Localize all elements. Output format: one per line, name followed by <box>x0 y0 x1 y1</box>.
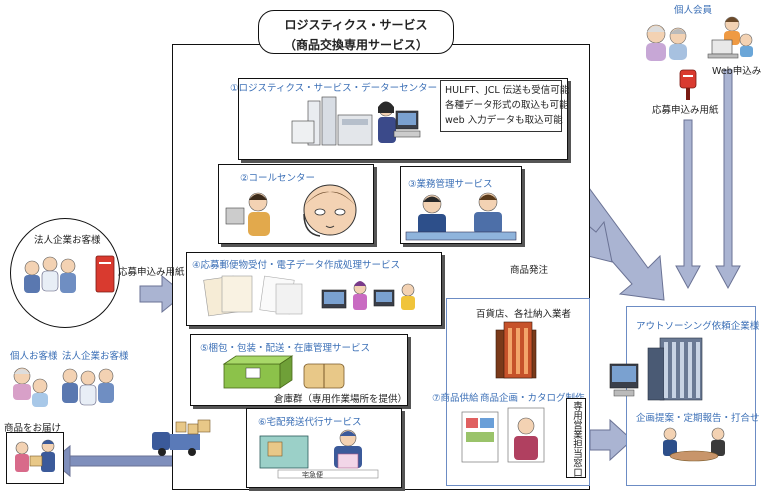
data-center-note: 各種データ形式の取込も可能 <box>445 100 569 111</box>
title-box: ロジスティクス・サービス （商品交換専用サービス） <box>258 10 454 54</box>
arrow-members-web <box>715 69 741 290</box>
server-illustration <box>291 96 421 146</box>
mail-processing-illustration <box>203 275 415 317</box>
operator-illustration <box>225 184 357 237</box>
sales-window-box: 専用営業担当窓口 <box>566 398 586 478</box>
arrow-to-outsourcing <box>589 418 633 462</box>
order-label: 商品発注 <box>510 265 549 276</box>
meeting-illustration <box>663 427 725 462</box>
business-people-illustration <box>405 192 517 241</box>
catalog-illustration <box>461 407 545 463</box>
planning-label: 商品企画・カタログ制作 <box>480 393 585 404</box>
members-label: 個人会員 <box>674 5 713 16</box>
corporate-postcard-label: 応募申込み用紙 <box>118 267 185 278</box>
sales-window-label: 専用営業担当窓口 <box>571 401 582 477</box>
arrow-members-postcard <box>675 119 701 290</box>
call-center-title: ②コールセンター <box>240 173 316 184</box>
department-title: 百貨店、各社納入業者 <box>476 309 572 320</box>
data-center-title: ①ロジスティクス・サービス・データーセンター <box>230 83 438 94</box>
corporate-label: 法人企業お客様 <box>34 235 101 246</box>
title-line2: （商品交換専用サービス） <box>283 38 428 52</box>
business-mgmt-title: ③業務管理サービス <box>408 179 493 190</box>
members-postcard-label: 応募申込み用紙 <box>652 105 719 116</box>
data-center-notes: HULFT、JCL 伝送も受信可能 各種データ形式の取込も可能 web 入力デー… <box>440 80 570 132</box>
corporate-customer-label: 法人企業お客様 <box>62 351 129 362</box>
mailbox-icon <box>679 69 697 100</box>
title-line1: ロジスティクス・サービス <box>284 18 428 32</box>
personal-customer-label: 個人お客様 <box>10 351 58 362</box>
corporate-people-illustration <box>24 255 115 293</box>
supply-label: ⑦商品供給 <box>432 393 479 404</box>
customers-illustration <box>13 367 114 407</box>
delivery-illustration <box>259 429 379 479</box>
delivery-label: 商品をお届け <box>4 423 62 434</box>
delivery-title: ⑥宅配発送代行サービス <box>258 417 362 428</box>
truck-icon <box>152 419 211 456</box>
warehouse-label: 倉庫群（専用作業場所を提供） <box>274 394 408 405</box>
outsourcing-title: アウトソーシング依頼企業様 <box>636 321 760 332</box>
members-web-label: Web申込み <box>712 66 762 77</box>
handover-illustration <box>15 439 55 472</box>
building-illustration <box>495 321 537 379</box>
members-illustration <box>646 16 753 61</box>
boxes-illustration <box>222 355 345 389</box>
packing-title: ⑤梱包・包装・配送・在庫管理サービス <box>200 343 371 354</box>
processing-title: ④応募郵便物受付・電子データ作成処理サービス <box>192 260 401 271</box>
outsourcing-planning: 企画提案・定期報告・打合せ <box>636 413 760 424</box>
data-center-note: web 入力データも取込可能 <box>445 115 563 126</box>
data-center-note: HULFT、JCL 伝送も受信可能 <box>445 85 570 96</box>
office-building-illustration <box>609 337 703 401</box>
truck-text: 宅急便 <box>302 471 323 479</box>
